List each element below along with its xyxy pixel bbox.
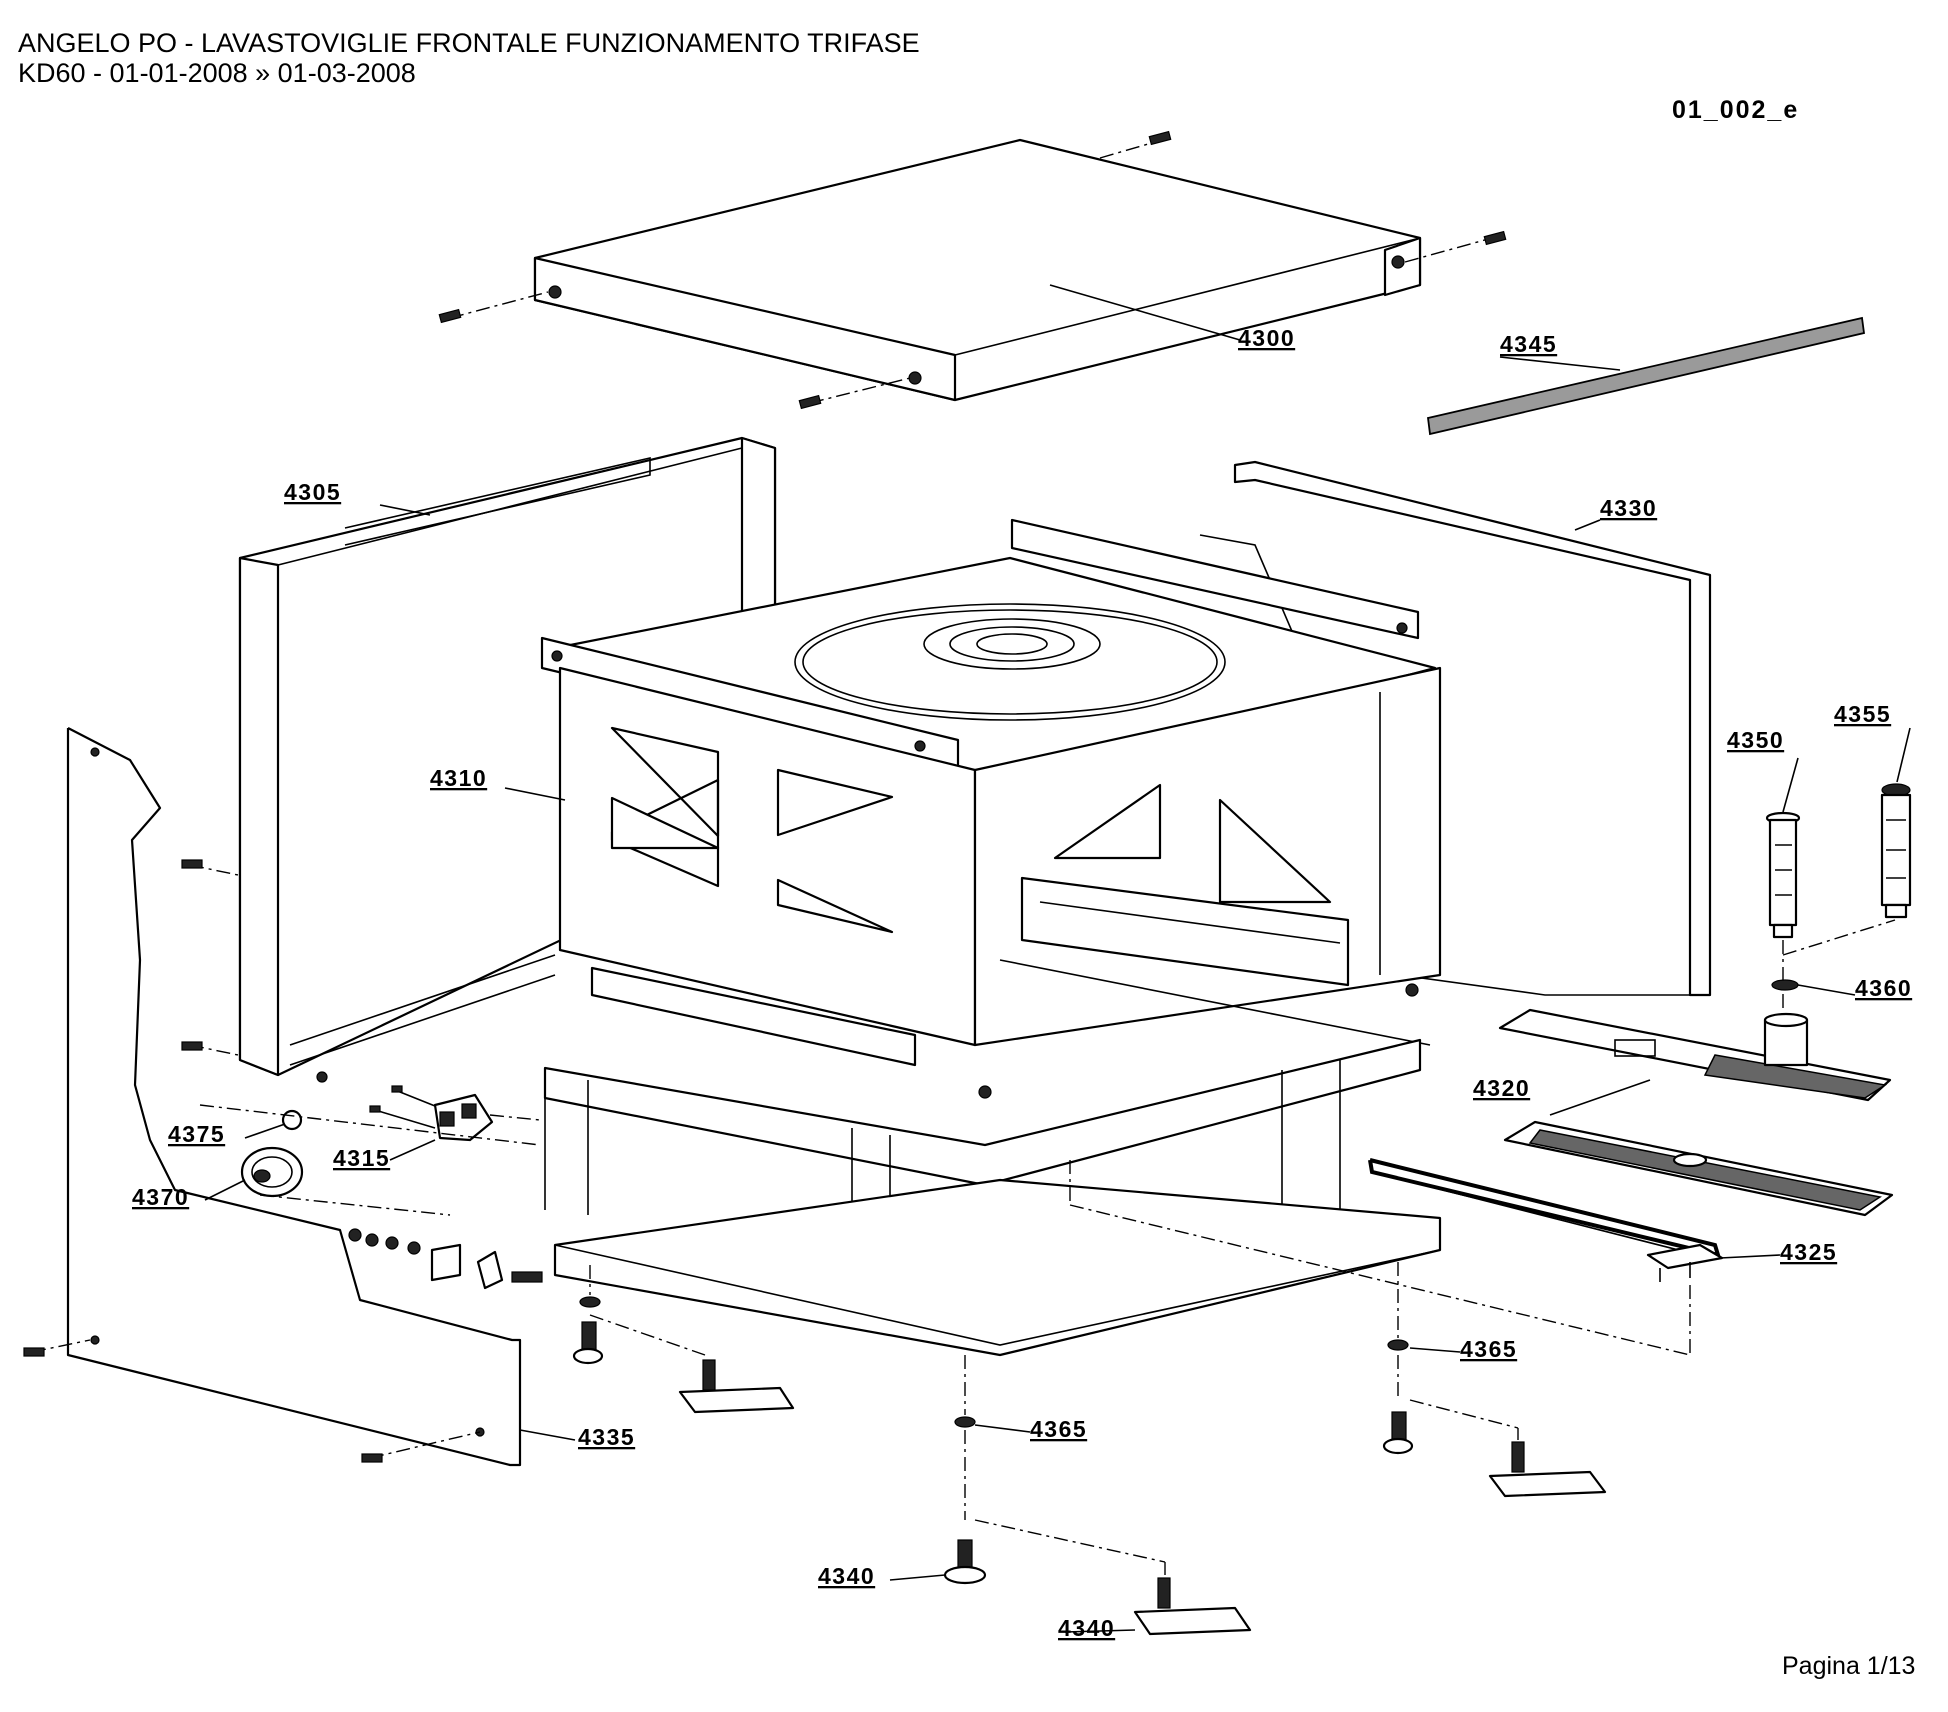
part-4345-strip — [1427, 316, 1866, 436]
label-4315: 4315 — [333, 1145, 390, 1171]
label-4310: 4310 — [430, 765, 487, 791]
part-4320-lower-tray — [1503, 1120, 1894, 1217]
label-4340-upper: 4340 — [818, 1563, 875, 1589]
part-4320-upper-tray — [1498, 1008, 1892, 1102]
label-4305: 4305 — [284, 479, 341, 505]
part-4340-foot-left — [572, 1265, 795, 1414]
part-4340-foot-right — [1382, 1262, 1607, 1498]
drawing-code: 01_002_e — [1672, 96, 1800, 124]
label-4365-right: 4365 — [1460, 1336, 1517, 1362]
part-4315-switch — [369, 1085, 541, 1142]
part-4325-heater — [1069, 1158, 1724, 1356]
part-4335-front-bezel — [23, 727, 522, 1467]
part-4350-filter — [1765, 811, 1801, 939]
part-4340-foot-center — [943, 1355, 1252, 1636]
part-4370-knob — [240, 1146, 304, 1198]
label-4375: 4375 — [168, 1121, 225, 1147]
label-4320: 4320 — [1473, 1075, 1530, 1101]
part-bezel-hardware — [199, 1104, 543, 1290]
part-4355-filter — [1880, 783, 1912, 919]
label-4345: 4345 — [1500, 331, 1557, 357]
label-4330: 4330 — [1600, 495, 1657, 521]
label-4365-center: 4365 — [1030, 1416, 1087, 1442]
part-4375-ring — [281, 1109, 303, 1131]
document-subtitle: KD60 - 01-01-2008 » 01-03-2008 — [18, 58, 416, 88]
leader-lines — [204, 284, 1911, 1633]
label-4370: 4370 — [132, 1184, 189, 1210]
part-4310-frame — [540, 518, 1442, 1357]
label-4360: 4360 — [1855, 975, 1912, 1001]
part-4360-seal — [1771, 979, 1799, 991]
label-4340-lower: 4340 — [1058, 1615, 1115, 1641]
document-title: ANGELO PO - LAVASTOVIGLIE FRONTALE FUNZI… — [18, 28, 920, 58]
label-4350: 4350 — [1727, 727, 1784, 753]
label-4355: 4355 — [1834, 701, 1891, 727]
label-4335: 4335 — [578, 1424, 635, 1450]
page-number: Pagina 1/13 — [1782, 1652, 1916, 1680]
label-4325: 4325 — [1780, 1239, 1837, 1265]
part-4300-top-cover — [438, 130, 1507, 410]
label-4300: 4300 — [1238, 325, 1295, 351]
